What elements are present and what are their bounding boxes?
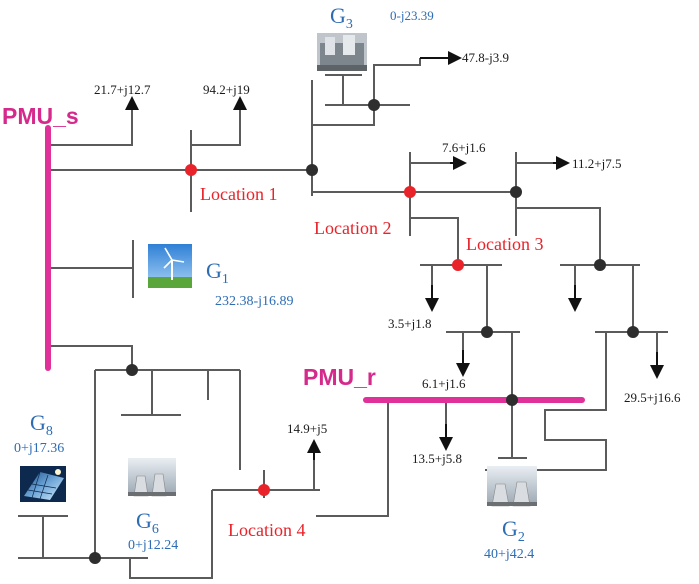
branch-lower (48, 345, 133, 370)
load-8-label: 29.5+j16.6 (624, 390, 681, 405)
g3-value: 0-j23.39 (390, 8, 434, 23)
location-4-node (258, 484, 270, 496)
location-2-label: Location 2 (314, 218, 391, 238)
load-2-label: 94.2+j19 (203, 82, 250, 97)
bus-node (368, 99, 380, 111)
bus-node (126, 364, 138, 376)
location-3-node (452, 259, 464, 271)
bus-node (594, 259, 606, 271)
g3-power-plant-icon (317, 33, 367, 71)
line-to-g3 (312, 58, 421, 126)
generator-labels: G3 0-j23.39 G1 232.38-j16.89 G8 0+j17.36… (14, 3, 534, 562)
bus-node (627, 326, 639, 338)
g6-power-plant-icon (128, 458, 176, 497)
g8-value: 0+j17.36 (14, 441, 64, 456)
pmu-r-label: PMU_r (303, 364, 376, 390)
g8-solar-panel-icon (20, 466, 66, 502)
g6-value: 0+j12.24 (128, 538, 178, 553)
bus-node (510, 186, 522, 198)
load-3-label: 47.8-j3.9 (462, 50, 509, 65)
load-7-label: 6.1+j1.6 (422, 376, 466, 391)
bus-node (506, 394, 518, 406)
bus-nodes (89, 99, 639, 564)
load-10-label: 13.5+j5.8 (412, 451, 462, 466)
pmu-s-label: PMU_s (2, 103, 79, 129)
location-4-label: Location 4 (228, 520, 305, 540)
load-5-label: 11.2+j7.5 (572, 156, 621, 171)
line-bus3-right (516, 207, 601, 265)
location-nodes (185, 164, 464, 496)
branch-load-2 (191, 108, 241, 146)
location-1-label: Location 1 (200, 184, 277, 204)
g1-value: 232.38-j16.89 (215, 294, 294, 309)
location-2-node (404, 186, 416, 198)
bus-node (306, 164, 318, 176)
line-to-loc3 (410, 217, 459, 265)
bus-node (89, 552, 101, 564)
location-3-label: Location 3 (466, 234, 543, 254)
g3-name: G3 (330, 3, 353, 32)
line-pmur-to-loc4 (316, 400, 389, 517)
g1-wind-turbine-icon (148, 244, 192, 288)
load-4-label: 7.6+j1.6 (442, 140, 486, 155)
g1-name: G1 (206, 258, 229, 287)
g2-value: 40+j42.4 (484, 547, 534, 562)
load-labels: 21.7+j12.7 94.2+j19 47.8-j3.9 7.6+j1.6 1… (94, 50, 681, 466)
g2-name: G2 (502, 516, 525, 545)
load-9-label: 14.9+j5 (287, 421, 327, 436)
g8-name: G8 (30, 410, 53, 439)
load-6-label: 3.5+j1.8 (388, 316, 431, 331)
load-1-label: 21.7+j12.7 (94, 82, 151, 97)
g6-name: G6 (136, 508, 159, 537)
load-arrows (125, 51, 664, 460)
location-1-node (185, 164, 197, 176)
network-lines (18, 58, 668, 579)
branch-load-1 (48, 108, 133, 146)
g2-power-plant-icon (487, 466, 537, 507)
bus-node (481, 326, 493, 338)
